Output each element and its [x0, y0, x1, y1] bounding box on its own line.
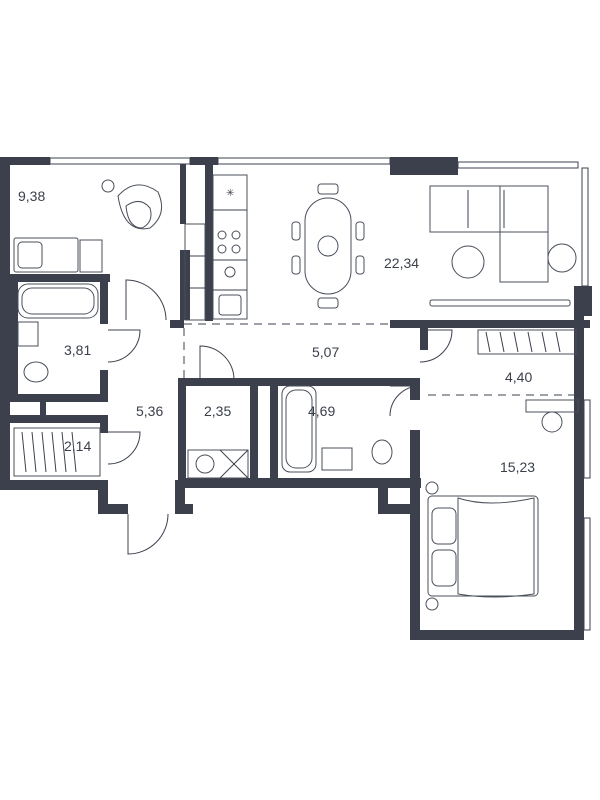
furniture-laundry — [187, 449, 249, 479]
furniture-sofa — [429, 185, 577, 307]
furniture-bedroom-small — [13, 179, 163, 273]
area-label-2-35: 2,35 — [204, 403, 231, 419]
open-boundaries — [183, 323, 574, 396]
area-label-3-81: 3,81 — [64, 342, 91, 358]
area-labels: 9,38 22,34 3,81 5,07 4,40 5,36 2,35 4,69… — [18, 188, 535, 475]
area-label-5-36: 5,36 — [136, 403, 163, 419]
area-label-5-07: 5,07 — [312, 344, 339, 360]
furniture-bedroom-large — [425, 399, 579, 611]
furniture-bath-small — [17, 283, 99, 383]
area-label-15-23: 15,23 — [500, 459, 535, 475]
svg-text:✳: ✳ — [226, 188, 234, 199]
furniture-wardrobe-hall — [477, 329, 577, 355]
furniture-bath-large — [281, 385, 393, 473]
area-label-9-38: 9,38 — [18, 188, 45, 204]
area-label-2-14: 2,14 — [64, 438, 91, 454]
area-label-4-69: 4,69 — [308, 403, 335, 419]
inner-walls — [10, 157, 590, 510]
furniture-dining — [291, 183, 365, 309]
furniture-wardrobe — [13, 427, 101, 477]
furniture-kitchen: ✳ — [184, 174, 248, 321]
area-label-22-34: 22,34 — [384, 255, 419, 271]
area-label-4-40: 4,40 — [505, 369, 532, 385]
outer-walls — [0, 157, 592, 640]
doors — [107, 279, 453, 555]
